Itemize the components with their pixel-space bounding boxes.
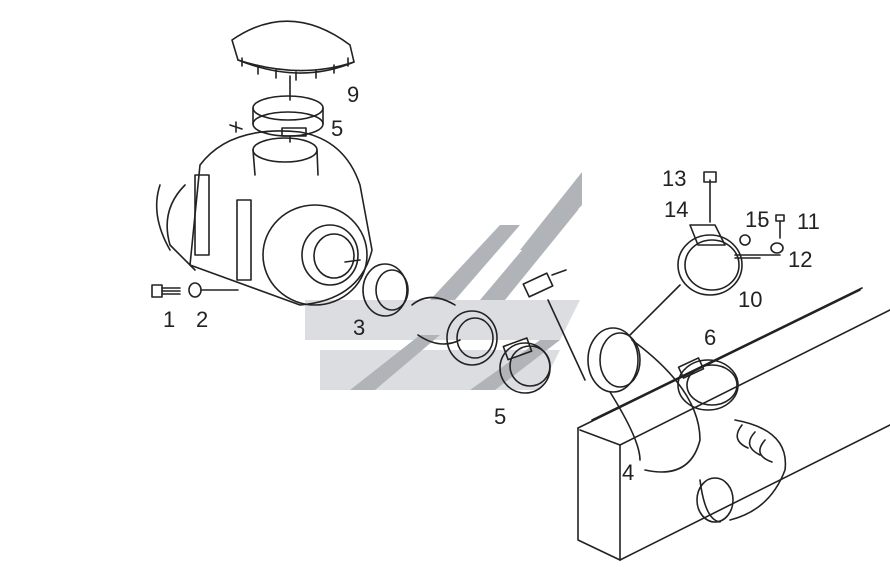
seal-ring: [344, 259, 409, 317]
bracket-clamp: [677, 171, 785, 296]
callout-11: 11: [797, 209, 820, 234]
callout-15: 15: [745, 207, 770, 232]
callout-2: 2: [196, 307, 209, 332]
callout-4: 4: [622, 460, 635, 485]
callout-10: 10: [738, 287, 763, 312]
top-clamp: [252, 95, 324, 137]
leader-lines: [289, 75, 761, 336]
callout-9: 9: [347, 82, 360, 107]
callout-6: 6: [704, 325, 717, 350]
bolt: [151, 284, 181, 298]
hose-clamp: [677, 357, 739, 411]
air-duct: [577, 287, 890, 561]
callout-14: 14: [664, 197, 689, 222]
callout-3: 3: [353, 315, 366, 340]
callout-13: 13: [662, 166, 687, 191]
washer: [188, 282, 239, 298]
corrugated-hose: [696, 419, 787, 523]
intake-elbow: [587, 327, 701, 473]
sensor: [522, 269, 586, 381]
callout-1: 1: [163, 307, 176, 332]
watermark-logo: [305, 172, 582, 390]
callout-5-top: 5: [331, 116, 344, 141]
connector-tube: [411, 296, 498, 366]
filter-cover: [231, 20, 355, 81]
callout-12: 12: [788, 247, 813, 272]
air-filter-housing: [155, 121, 373, 306]
lower-clamp: [499, 337, 551, 394]
callout-5-bottom: 5: [494, 404, 507, 429]
